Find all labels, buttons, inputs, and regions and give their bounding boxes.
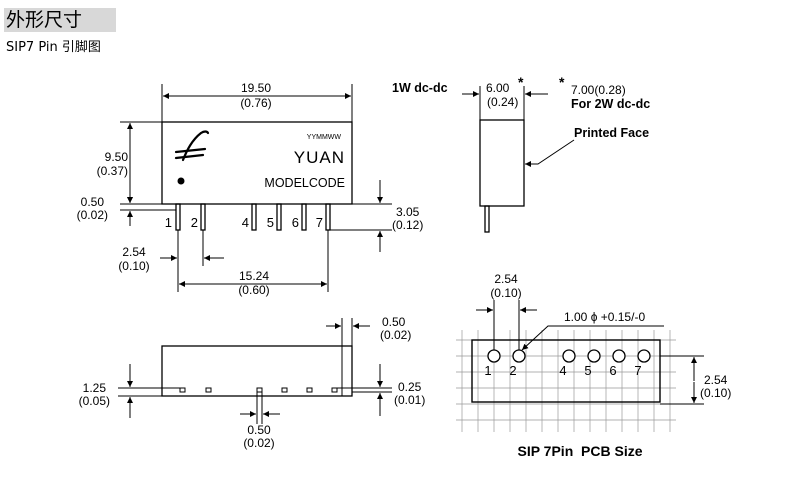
pin-7 [325, 203, 331, 231]
bottom-pin-4 [256, 387, 263, 393]
asterisk-2w: * [559, 74, 565, 90]
bottom-pin-5 [281, 387, 288, 393]
yuan-logo [174, 130, 210, 162]
span-mm: 15.24 [239, 269, 269, 283]
pin-label-4: 4 [242, 215, 249, 230]
page-subtitle: SIP7 Pin 引脚图 [6, 40, 101, 55]
standoff-in: (0.02) [77, 208, 108, 222]
front-view [120, 84, 392, 292]
pin-label-5: 5 [267, 215, 274, 230]
left-offset-mm: 1.25 [83, 381, 107, 395]
pin-length-in: (0.12) [392, 218, 423, 232]
edge-in: (0.02) [380, 328, 411, 342]
bottom-pin-7 [331, 387, 338, 393]
thickness-1w-mm: 6.00 [486, 81, 510, 95]
pcb-pin-label-4: 4 [559, 363, 566, 378]
pin1-marker-dot [177, 177, 185, 185]
bottom-pin-2 [205, 387, 212, 393]
pcb-pitch-in: (0.10) [490, 286, 521, 300]
bottom-view [118, 318, 392, 424]
pcb-row-mm: 2.54 [704, 373, 728, 387]
pin-label-7: 7 [316, 215, 323, 230]
pcb-pitch-mm: 2.54 [494, 272, 518, 286]
left-offset-in: (0.05) [79, 394, 110, 408]
pcb-layout [456, 300, 704, 432]
thickness-1w-in: (0.24) [487, 95, 518, 109]
printed-face-leader [525, 139, 575, 167]
bottom-pin-6 [306, 387, 313, 393]
height-mm: 9.50 [105, 150, 129, 164]
module-body [161, 121, 353, 205]
side-body [479, 119, 525, 207]
pcb-row-in: (0.10) [700, 386, 731, 400]
pcb-hole-5 [587, 349, 601, 363]
pcb-pin-label-5: 5 [584, 363, 591, 378]
pcb-grid [456, 330, 676, 432]
brand-text: YUAN [294, 148, 345, 167]
pcb-hole-4 [562, 349, 576, 363]
thickness-2w: 7.00(0.28) [571, 83, 626, 97]
pcb-pin-label-2: 2 [509, 363, 516, 378]
width-mm: 19.50 [241, 81, 271, 95]
standoff-mm: 0.50 [81, 195, 105, 209]
height-in: (0.37) [97, 164, 128, 178]
printed-face-label: Printed Face [574, 126, 649, 140]
pcb-pin-label-7: 7 [634, 363, 641, 378]
pin-label-1: 1 [165, 215, 172, 230]
label-2w: For 2W dc-dc [571, 97, 650, 111]
pin-label-2: 2 [191, 215, 198, 230]
width-in: (0.76) [240, 96, 271, 110]
pin-6 [301, 203, 307, 231]
pcb-pin-label-6: 6 [609, 363, 616, 378]
pin-1 [175, 203, 181, 231]
edge-mm: 0.50 [382, 315, 406, 329]
pin-width-in: (0.02) [243, 436, 274, 450]
pcb-outline [471, 339, 661, 403]
pin-width-mm: 0.50 [247, 423, 271, 437]
pin-label-6: 6 [292, 215, 299, 230]
pin-4 [251, 203, 257, 231]
model-code: MODELCODE [264, 176, 345, 190]
asterisk-1w: * [518, 74, 524, 90]
page-title: 外形尺寸 [6, 9, 83, 31]
bottom-pin-1 [179, 387, 186, 393]
title-highlight [4, 8, 116, 32]
side-pin [484, 205, 490, 233]
pcb-pin-label-1: 1 [484, 363, 491, 378]
pcb-hole-6 [612, 349, 626, 363]
pcb-caption: SIP 7Pin PCB Size [517, 443, 642, 459]
label-1w: 1W dc-dc [392, 81, 448, 95]
date-code: YYMMWW [307, 134, 342, 141]
hole-spec: 1.00 ϕ +0.15/-0 [564, 310, 645, 324]
hole-leader [521, 325, 664, 351]
side-view [462, 86, 575, 233]
pin-length-mm: 3.05 [396, 205, 420, 219]
pcb-hole-7 [637, 349, 651, 363]
span-in: (0.60) [238, 283, 269, 297]
pcb-hole-2 [512, 349, 526, 363]
pin-thickness-in: (0.01) [394, 393, 425, 407]
pin-thickness-mm: 0.25 [398, 380, 422, 394]
pin-2 [200, 203, 206, 231]
pin-5 [276, 203, 282, 231]
pitch-mm: 2.54 [122, 245, 146, 259]
pitch-in: (0.10) [118, 259, 149, 273]
pcb-hole-1 [487, 349, 501, 363]
